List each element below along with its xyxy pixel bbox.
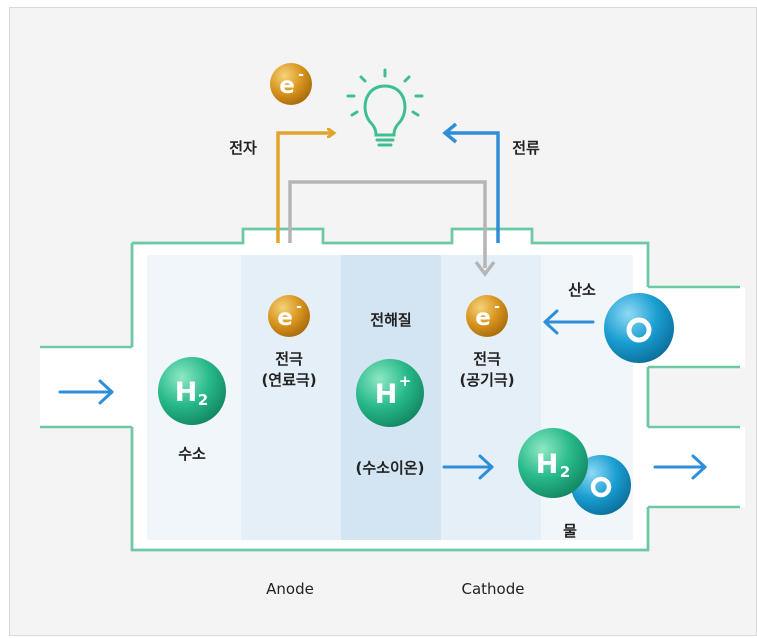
cathode-label: Cathode	[461, 580, 525, 598]
svg-text:-: -	[298, 67, 304, 83]
current-flow-label: 전류	[512, 139, 540, 157]
svg-text:-: -	[494, 299, 500, 315]
water-outlet-arrow-icon	[653, 454, 707, 480]
water-label: 물	[563, 522, 577, 540]
anode-electrode-label-line2: (연료극)	[261, 371, 317, 389]
svg-text:H: H	[375, 379, 398, 410]
oxygen-inlet-arrow-icon	[543, 309, 595, 335]
svg-text:e: e	[279, 73, 295, 99]
anode-electrode-label-line1: 전극	[275, 350, 303, 368]
electron-wire	[276, 133, 333, 243]
cathode-electrode-label-line2: (공기극)	[459, 371, 515, 389]
gray-electron-path	[288, 180, 487, 268]
svg-text:e: e	[475, 305, 491, 331]
anode-label: Anode	[266, 580, 314, 598]
oxygen-atom-icon	[604, 293, 674, 363]
current-arrowhead	[442, 122, 458, 144]
hydrogen-molecule-icon: H 2	[158, 357, 226, 425]
electrolyte-label: 전해질	[370, 311, 412, 329]
svg-text:-: -	[296, 299, 302, 315]
hydrogen-ion-label: (수소이온)	[355, 459, 425, 477]
hydrogen-inlet-arrow-icon	[58, 379, 114, 405]
current-wire	[445, 131, 500, 243]
electron-flow-label: 전자	[229, 139, 257, 157]
oxygen-symbol	[626, 317, 652, 343]
svg-text:H: H	[175, 377, 198, 408]
svg-text:H: H	[536, 449, 559, 480]
anode-electron-icon: e -	[268, 295, 310, 337]
water-molecule-icon: H 2	[518, 428, 631, 515]
cathode-electron-icon: e -	[466, 295, 508, 337]
cathode-electrode-label-line1: 전극	[473, 350, 501, 368]
lightbulb-icon	[346, 68, 424, 147]
hydrogen-label: 수소	[178, 445, 206, 463]
svg-text:2: 2	[198, 391, 208, 409]
electron-icon: e -	[270, 63, 312, 105]
svg-text:e: e	[277, 305, 293, 331]
inlet-pipe	[40, 345, 135, 429]
oxygen-label: 산소	[568, 281, 596, 299]
gray-path-arrowhead	[474, 260, 496, 277]
water-oxygen-symbol	[590, 476, 612, 498]
hydrogen-ion-icon: H +	[356, 359, 424, 427]
ion-migration-arrow-icon	[442, 454, 494, 480]
svg-text:+: +	[399, 372, 412, 390]
svg-text:2: 2	[560, 463, 570, 481]
